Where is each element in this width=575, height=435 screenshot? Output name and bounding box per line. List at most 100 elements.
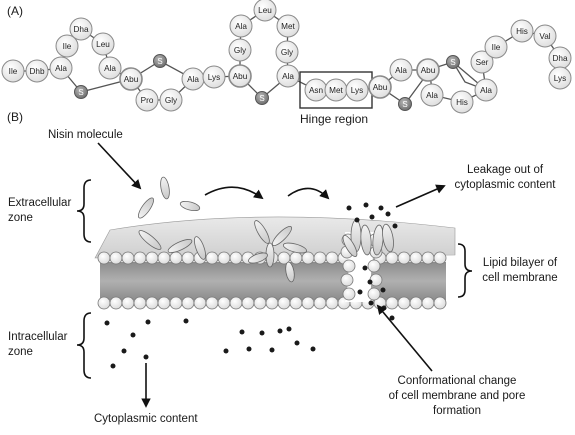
panel-b-label: (B) <box>7 110 23 124</box>
residue-label: Pro <box>141 96 154 105</box>
residue-label: His <box>516 27 528 36</box>
residue-label: Abu <box>421 66 436 75</box>
lipid-head <box>157 251 171 265</box>
lipid-head <box>205 251 219 265</box>
cytoplasm-particle <box>346 205 352 211</box>
cytoplasm-particle <box>385 211 391 217</box>
residue-label: Leu <box>96 40 110 49</box>
residue-label: Ala <box>426 91 438 100</box>
lipid-head <box>121 296 135 310</box>
lipid-head <box>301 251 315 265</box>
cytoplasm-particle <box>183 318 189 324</box>
lipid-head <box>157 296 171 310</box>
cytoplasm-particle <box>277 328 283 334</box>
cytoplasm-particle <box>362 265 368 271</box>
extracellular-label-line1: Extracellular <box>8 197 72 209</box>
hinge-region-label: Hinge region <box>300 112 369 126</box>
residue-r13: Ala <box>181 67 205 91</box>
cytoplasm-particle <box>357 289 363 295</box>
lipid-head <box>385 296 399 310</box>
lipid-head <box>325 251 339 265</box>
residue-r29: Abu <box>416 58 440 82</box>
lipid-head <box>421 251 435 265</box>
cytoplasm-particle <box>110 363 116 369</box>
bilayer-label-line2: cell membrane <box>482 272 558 284</box>
nisin-molecule <box>137 197 155 219</box>
residue-label: Gly <box>234 46 247 55</box>
residue-r27: Ala <box>389 58 413 82</box>
residue-r4: Ile <box>55 34 79 58</box>
pore-lipid-head <box>342 287 356 301</box>
cytoplasm-particle <box>239 329 245 335</box>
residue-label: Ala <box>104 64 116 73</box>
lipid-head <box>253 296 267 310</box>
residue-r32: His <box>450 90 474 114</box>
cytoplasm-particle <box>294 340 300 346</box>
residue-r22: Ala <box>276 64 300 88</box>
lipid-head <box>193 296 207 310</box>
lipid-head <box>421 296 435 310</box>
residue-r34: Ser <box>470 50 494 74</box>
residue-r23: Asn <box>304 78 328 102</box>
nisin-molecule <box>167 239 193 253</box>
movement-arrow-2 <box>287 187 330 200</box>
residue-r38: Dha <box>548 46 572 70</box>
zone-braces <box>76 179 473 379</box>
pore-lipid-head <box>367 259 381 273</box>
pore-lipid-head <box>367 287 381 301</box>
lipid-head <box>397 296 411 310</box>
residue-label: Gly <box>165 96 178 105</box>
cytoplasm-particle <box>130 332 136 338</box>
lipid-head <box>229 251 243 265</box>
residue-r26: Abu <box>368 75 392 99</box>
lipid-head <box>109 296 123 310</box>
residue-r14: Lys <box>202 65 226 89</box>
residue-r24: Met <box>324 78 348 102</box>
residue-r7: Ala <box>98 56 122 80</box>
lipid-head <box>169 296 183 310</box>
movement-arrow-1 <box>204 186 264 200</box>
lipid-head <box>205 296 219 310</box>
cytoplasm-particle <box>121 348 127 354</box>
residue-label: Ala <box>282 72 294 81</box>
residue-label: Lys <box>351 86 363 95</box>
residue-r21: Gly <box>275 40 299 64</box>
nisin-molecule <box>271 225 293 247</box>
lipid-head <box>325 296 339 310</box>
residue-r1: Ile <box>1 59 25 83</box>
bilayer-label-line1: Lipid bilayer of <box>482 257 558 269</box>
residue-label: Val <box>539 32 550 41</box>
cytoplasm-particle <box>367 279 373 285</box>
residue-r3: Ala <box>49 56 73 80</box>
extracellular-brace <box>76 179 92 243</box>
residue-label: Ala <box>480 86 492 95</box>
residue-r15: Abu <box>228 64 252 88</box>
pore-formation-arrow <box>376 304 433 372</box>
residue-r31: S <box>446 55 460 69</box>
residue-label: Ala <box>187 75 199 84</box>
intracellular-label-line1: Intracellular <box>8 331 68 343</box>
lipid-head <box>145 296 159 310</box>
residue-r10: Pro <box>135 88 159 112</box>
arrows <box>97 142 446 408</box>
residue-label: Abu <box>233 72 248 81</box>
residue-r16: S <box>255 91 269 105</box>
residue-r37: Val <box>533 24 557 48</box>
residue-label: Ala <box>55 64 67 73</box>
residue-label: Ala <box>395 66 407 75</box>
residue-label: Dha <box>552 54 567 63</box>
lipid-head <box>181 251 195 265</box>
lipid-head <box>109 251 123 265</box>
nisin-molecule-arrow <box>97 142 142 190</box>
residue-r25: Lys <box>345 78 369 102</box>
lipid-head <box>313 251 327 265</box>
cytoplasm-particle <box>259 330 265 336</box>
leakage-label-line1: Leakage out of <box>466 164 544 176</box>
lipid-head <box>121 251 135 265</box>
lipid-head <box>289 296 303 310</box>
cytoplasm-particle <box>104 320 110 326</box>
residue-label: Lys <box>554 74 566 83</box>
residue-label: S <box>259 94 264 103</box>
residue-r17: Gly <box>228 38 252 62</box>
